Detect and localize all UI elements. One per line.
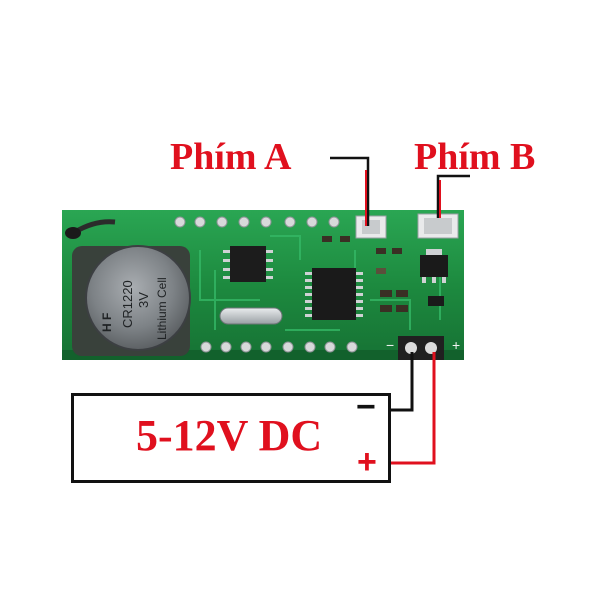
battery-cell-icon xyxy=(85,245,191,351)
voltage-regulator xyxy=(420,249,448,283)
pad-row-bottom xyxy=(200,341,358,353)
wire-positive xyxy=(385,352,436,465)
terminal-plus-mark: + xyxy=(452,337,460,353)
crystal-oscillator xyxy=(219,307,283,325)
terminal-pin-plus xyxy=(425,342,437,354)
power-terminal xyxy=(398,336,444,360)
battery-type-text: Lithium Cell xyxy=(155,277,169,340)
button-b-label: Phím B xyxy=(414,136,536,178)
smd-components xyxy=(322,236,408,312)
battery-model-text: CR1220 xyxy=(120,280,135,328)
supply-minus-sign: − xyxy=(356,388,376,426)
battery-engraving: H F CR1220 3V Lithium Cell xyxy=(100,277,169,340)
ic-8pin xyxy=(223,246,273,282)
terminal-minus-mark: − xyxy=(386,337,394,353)
pad-row-top xyxy=(174,216,340,228)
sensor-bead-icon xyxy=(65,227,81,239)
supply-plus-sign: + xyxy=(357,443,377,481)
power-supply-box xyxy=(71,393,391,483)
terminal-pin-minus xyxy=(405,342,417,354)
battery-polarity-text: H F xyxy=(100,313,114,332)
push-button-a xyxy=(355,215,387,239)
battery-voltage-text: 3V xyxy=(136,292,151,308)
button-a-label: Phím A xyxy=(170,136,292,178)
power-supply-label: 5-12V DC xyxy=(136,411,323,460)
pcb-traces xyxy=(199,235,441,331)
leader-line-a xyxy=(330,156,370,226)
leader-line-b xyxy=(436,174,470,218)
pcb-board-shadow xyxy=(62,350,464,360)
ic-microcontroller xyxy=(305,268,363,320)
diode xyxy=(428,296,444,306)
wire-negative xyxy=(385,352,414,412)
